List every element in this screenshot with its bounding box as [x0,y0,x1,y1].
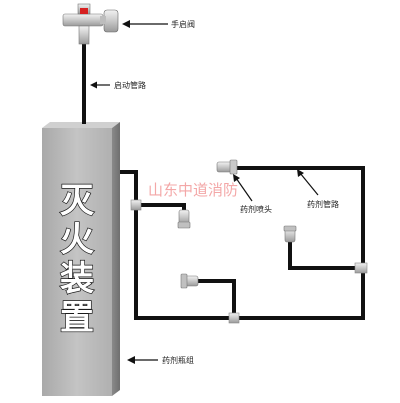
leader-arrows [90,20,319,364]
device-label-char-3: 装 [60,259,94,299]
label-start-pipe: 启动管路 [114,80,146,90]
label-agent-nozzle: 药剂喷头 [240,204,272,214]
cylinder-front [42,128,112,396]
label-agent-pipe: 药剂管路 [307,199,339,209]
valve-body [62,13,104,27]
agent-cylinder: 灭 火 装 置 [42,122,120,396]
valve-red-handle [80,8,88,14]
arrow-agent-pipe [299,172,319,196]
nozzle-top [216,159,238,175]
label-manual-valve: 手启阀 [171,19,195,29]
manual-valve [62,3,119,45]
tee-fitting [228,312,240,324]
device-label-char-4: 置 [60,298,94,338]
label-cylinder-group: 药剂瓶组 [162,355,194,365]
tee-fitting [130,199,142,211]
device-label-char-1: 灭 [60,181,95,221]
watermark-text: 山东中道消防 [148,181,238,199]
pipe-fittings [130,199,368,324]
nozzle-bottom [180,273,199,289]
agent-nozzles [177,159,297,289]
nozzle-right [283,225,297,243]
cylinder-side [112,122,120,396]
agent-pipe-network [120,166,365,320]
valve-gauge-neck [100,16,106,24]
valve-outlet [78,25,90,45]
valve-gauge [103,9,119,33]
arrow-agent-nozzle [235,177,253,202]
cylinder-top [42,122,120,128]
tee-fitting [354,262,368,274]
device-label-char-2: 火 [60,220,94,260]
nozzle-middle [177,209,191,229]
